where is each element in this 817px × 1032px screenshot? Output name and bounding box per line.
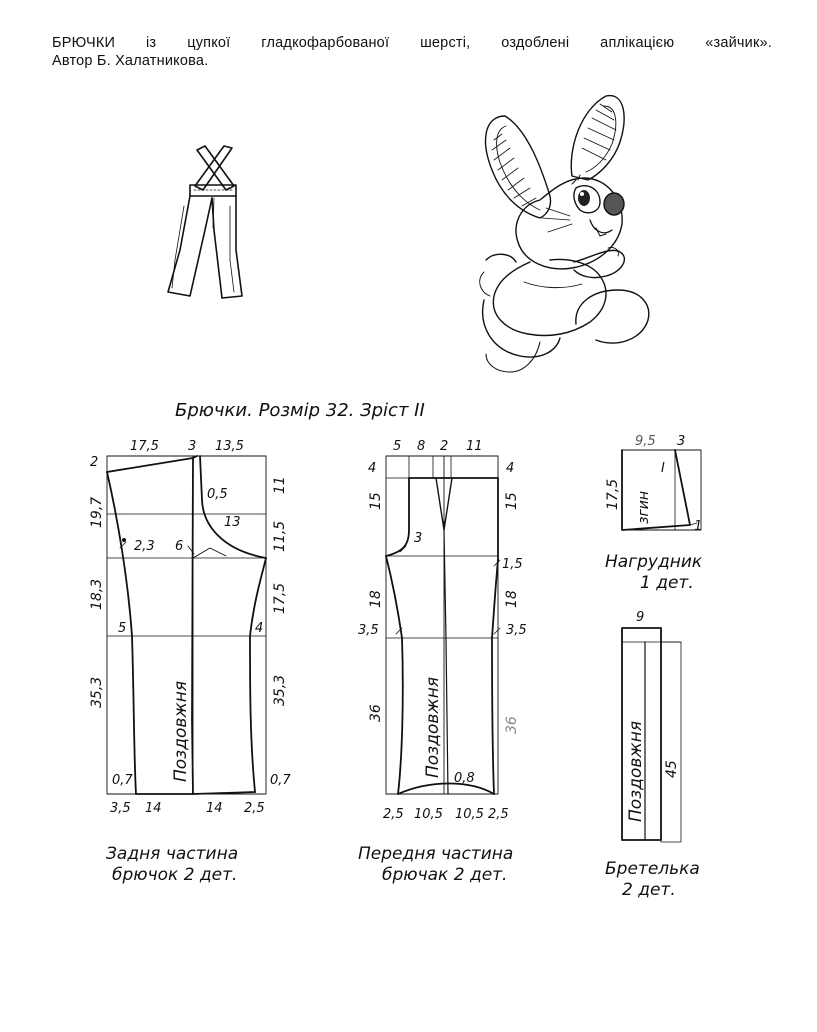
bib-top-dim-1: 9,5 bbox=[635, 434, 656, 449]
back-inner-6: 6 bbox=[175, 539, 183, 554]
back-inner-0-7-left: 0,7 bbox=[112, 773, 133, 788]
front-right-dim-3: 1,5 bbox=[502, 557, 523, 572]
back-left-dim-3: 35,3 bbox=[89, 677, 105, 708]
strap-length-dim: 45 bbox=[664, 760, 680, 778]
front-bottom-dim-1: 2,5 bbox=[383, 807, 404, 822]
strap-piece-labels: 9 45 Поздовжня Бретелька 2 дет. bbox=[605, 610, 700, 900]
bib-caption-line-2: 1 дет. bbox=[640, 573, 694, 593]
bib-piece-pattern bbox=[621, 449, 702, 531]
strap-caption-line-2: 2 дет. bbox=[622, 880, 676, 900]
front-top-dim-2: 8 bbox=[417, 439, 425, 454]
header-line-1: БРЮЧКИ із цупкої гладкофарбованої шерсті… bbox=[52, 35, 772, 51]
back-inner-0-7-right: 0,7 bbox=[270, 773, 291, 788]
back-inner-2-3: 2,3 bbox=[134, 539, 155, 554]
back-left-dim-2: 18,3 bbox=[89, 579, 105, 610]
front-bottom-dim-4: 2,5 bbox=[488, 807, 509, 822]
front-right-dim-2: 15 bbox=[504, 492, 520, 510]
back-top-dim-2: 3 bbox=[188, 439, 196, 454]
back-bottom-dim-2: 14 bbox=[145, 801, 162, 816]
bib-corner-mark: 1 bbox=[694, 519, 702, 534]
bib-fold-label: згин bbox=[636, 491, 652, 524]
front-caption-line-1: Передня частина bbox=[358, 844, 513, 864]
bib-inner-mark: I bbox=[661, 461, 665, 476]
front-bottom-dim-2: 10,5 bbox=[414, 807, 443, 822]
strap-piece-pattern bbox=[621, 627, 682, 843]
front-inner-3-5-right: 3,5 bbox=[506, 623, 527, 638]
front-right-dim-1: 4 bbox=[506, 461, 514, 476]
strap-top-dim: 9 bbox=[636, 610, 644, 625]
front-piece-labels: 5 8 2 11 4 15 18 36 4 15 1,5 18 36 3 3,5… bbox=[358, 439, 527, 885]
front-right-dim-5: 36 bbox=[504, 716, 520, 734]
bib-left-dim: 17,5 bbox=[605, 479, 621, 510]
article-header: БРЮЧКИ із цупкої гладкофарбованої шерсті… bbox=[52, 34, 772, 70]
bunny-applique-illustration bbox=[479, 95, 650, 373]
back-right-dim-1: 11 bbox=[272, 476, 288, 494]
bib-top-dim-2: 3 bbox=[677, 434, 685, 449]
front-top-dim-4: 11 bbox=[466, 439, 483, 454]
front-bottom-dim-3: 10,5 bbox=[455, 807, 484, 822]
strap-grain-label: Поздовжня bbox=[626, 721, 646, 822]
front-piece-pattern bbox=[385, 455, 501, 795]
front-grain-label: Поздовжня bbox=[423, 677, 443, 778]
strap-caption-line-1: Бретелька bbox=[605, 859, 700, 879]
front-right-dim-4: 18 bbox=[504, 590, 520, 608]
back-top-corner: 2 bbox=[90, 455, 98, 470]
bib-piece-labels: 9,5 3 17,5 I згин 1 Нагрудник 1 дет. bbox=[605, 434, 703, 593]
back-caption-line-2: брючок 2 дет. bbox=[112, 865, 237, 885]
front-left-dim-4: 36 bbox=[368, 704, 384, 722]
back-right-dim-3: 17,5 bbox=[272, 583, 288, 614]
back-top-dim-3: 13,5 bbox=[215, 439, 244, 454]
back-top-dim-1: 17,5 bbox=[130, 439, 159, 454]
header-line-2: Автор Б. Халатникова. bbox=[52, 53, 209, 69]
back-caption-line-1: Задня частина bbox=[106, 844, 238, 864]
back-inner-5: 5 bbox=[118, 621, 126, 636]
back-inner-13: 13 bbox=[224, 515, 241, 530]
front-inner-3: 3 bbox=[414, 531, 422, 546]
back-inner-4: 4 bbox=[255, 621, 263, 636]
front-inner-3-5-left: 3,5 bbox=[358, 623, 379, 638]
bib-caption-line-1: Нагрудник bbox=[605, 552, 703, 572]
front-top-dim-1: 5 bbox=[393, 439, 401, 454]
back-right-dim-4: 35,3 bbox=[272, 675, 288, 706]
back-piece-pattern bbox=[106, 455, 267, 795]
front-caption-line-2: брючак 2 дет. bbox=[382, 865, 507, 885]
back-bottom-dim-4: 2,5 bbox=[244, 801, 265, 816]
diagram-title: Брючки. Розмір 32. Зріст II bbox=[175, 400, 425, 421]
front-left-dim-1: 4 bbox=[368, 461, 376, 476]
back-piece-labels: 17,5 3 13,5 2 19,7 18,3 35,3 11 11,5 17,… bbox=[89, 439, 291, 885]
back-right-dim-2: 11,5 bbox=[272, 521, 288, 552]
front-left-dim-2: 15 bbox=[368, 492, 384, 510]
front-top-dim-3: 2 bbox=[440, 439, 448, 454]
back-bottom-dim-1: 3,5 bbox=[110, 801, 131, 816]
trousers-sketch-illustration bbox=[167, 145, 243, 299]
front-inner-0-8: 0,8 bbox=[454, 771, 475, 786]
back-bottom-dim-3: 14 bbox=[206, 801, 223, 816]
back-left-dim-1: 19,7 bbox=[89, 497, 105, 528]
front-left-dim-3: 18 bbox=[368, 590, 384, 608]
back-inner-0-5: 0,5 bbox=[207, 487, 228, 502]
back-grain-label: Поздовжня bbox=[171, 681, 191, 782]
